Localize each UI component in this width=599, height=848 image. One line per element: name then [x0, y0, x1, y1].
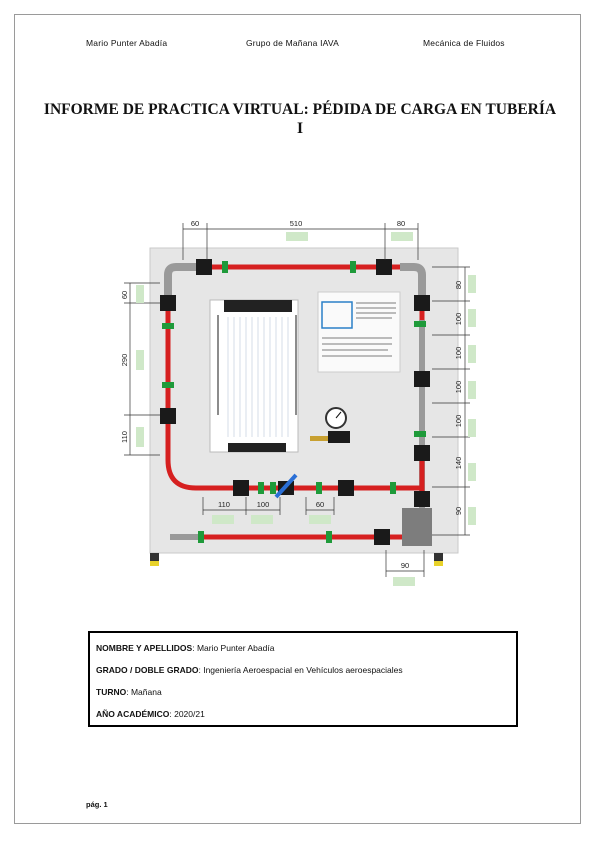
degree-label: GRADO / DOBLE GRADO	[96, 665, 199, 675]
info-row-name: NOMBRE Y APELLIDOS: Mario Punter Abadía	[96, 643, 275, 653]
pipe-network-diagram: 60 510 80 60 290 110 80 100 100 100 100 …	[120, 219, 476, 586]
page-number: pág. 1	[86, 800, 108, 809]
dim-right-5: 100	[454, 415, 463, 428]
page-border	[14, 14, 581, 824]
board-foot-right	[434, 553, 443, 565]
dim-right-1: 80	[454, 281, 463, 289]
shift-label: TURNO	[96, 687, 127, 697]
pipe-network-figure: 60 510 80 60 290 110 80 100 100 100 100 …	[110, 205, 490, 595]
dim-left-2: 290	[120, 354, 129, 367]
dim-bottom-1: 110	[218, 500, 230, 509]
pressure-gauge-needle	[335, 411, 342, 419]
document-title: INFORME DE PRACTICA VIRTUAL: PÉDIDA DE C…	[43, 101, 557, 137]
gray-elbow-top-right	[400, 263, 426, 297]
valve-handle	[274, 473, 298, 499]
board-foot-left	[150, 553, 159, 565]
year-value: 2020/21	[174, 709, 205, 719]
dim-top-mid: 510	[290, 219, 303, 228]
manometer-tubes	[227, 317, 289, 437]
dim-right-4: 100	[454, 381, 463, 394]
gray-elbow-top-left	[164, 263, 198, 297]
label-boxes	[136, 232, 476, 586]
header-subject: Mecánica de Fluidos	[423, 38, 505, 48]
gauge-valve	[310, 436, 328, 441]
dim-right-2: 100	[454, 313, 463, 326]
pipe-clamps	[162, 261, 426, 543]
dim-left-3: 110	[120, 431, 129, 443]
dim-bottom-2: 100	[257, 500, 270, 509]
dim-bottom-3: 60	[316, 500, 324, 509]
name-value: Mario Punter Abadía	[196, 643, 275, 653]
manometer-header	[224, 300, 292, 312]
dim-right-3: 100	[454, 347, 463, 360]
dim-left-1: 60	[120, 291, 129, 299]
pipe-fittings	[160, 259, 432, 546]
board-foot-left-pad	[150, 561, 159, 566]
info-sheet	[317, 291, 401, 373]
dim-top-right: 80	[397, 219, 405, 228]
board-foot-right-pad	[434, 561, 443, 566]
header-group: Grupo de Mañana IAVA	[246, 38, 339, 48]
name-label: NOMBRE Y APELLIDOS	[96, 643, 193, 653]
dimension-texts: 60 510 80 60 290 110 80 100 100 100 100 …	[120, 219, 463, 570]
manometer-panel	[209, 299, 299, 453]
shift-value: Mañana	[130, 687, 162, 697]
mounting-board	[149, 247, 459, 554]
info-row-shift: TURNO: Mañana	[96, 687, 162, 697]
degree-value: Ingeniería Aeroespacial en Vehículos aer…	[203, 665, 403, 675]
info-sheet-text	[322, 302, 396, 357]
dim-top-left: 60	[191, 219, 199, 228]
dim-right-6: 140	[454, 457, 463, 470]
info-row-degree: GRADO / DOBLE GRADO: Ingeniería Aeroespa…	[96, 665, 403, 675]
header-author: Mario Punter Abadía	[86, 38, 168, 48]
year-label: AÑO ACADÉMICO	[96, 709, 170, 719]
manometer-base	[228, 443, 286, 452]
info-sheet-schematic	[321, 301, 353, 329]
gauge-mount	[328, 431, 350, 443]
dim-bottom-4: 90	[401, 561, 409, 570]
dim-right-7: 90	[454, 507, 463, 515]
student-info-box: NOMBRE Y APELLIDOS: Mario Punter Abadía …	[88, 631, 518, 727]
info-row-year: AÑO ACADÉMICO: 2020/21	[96, 709, 205, 719]
